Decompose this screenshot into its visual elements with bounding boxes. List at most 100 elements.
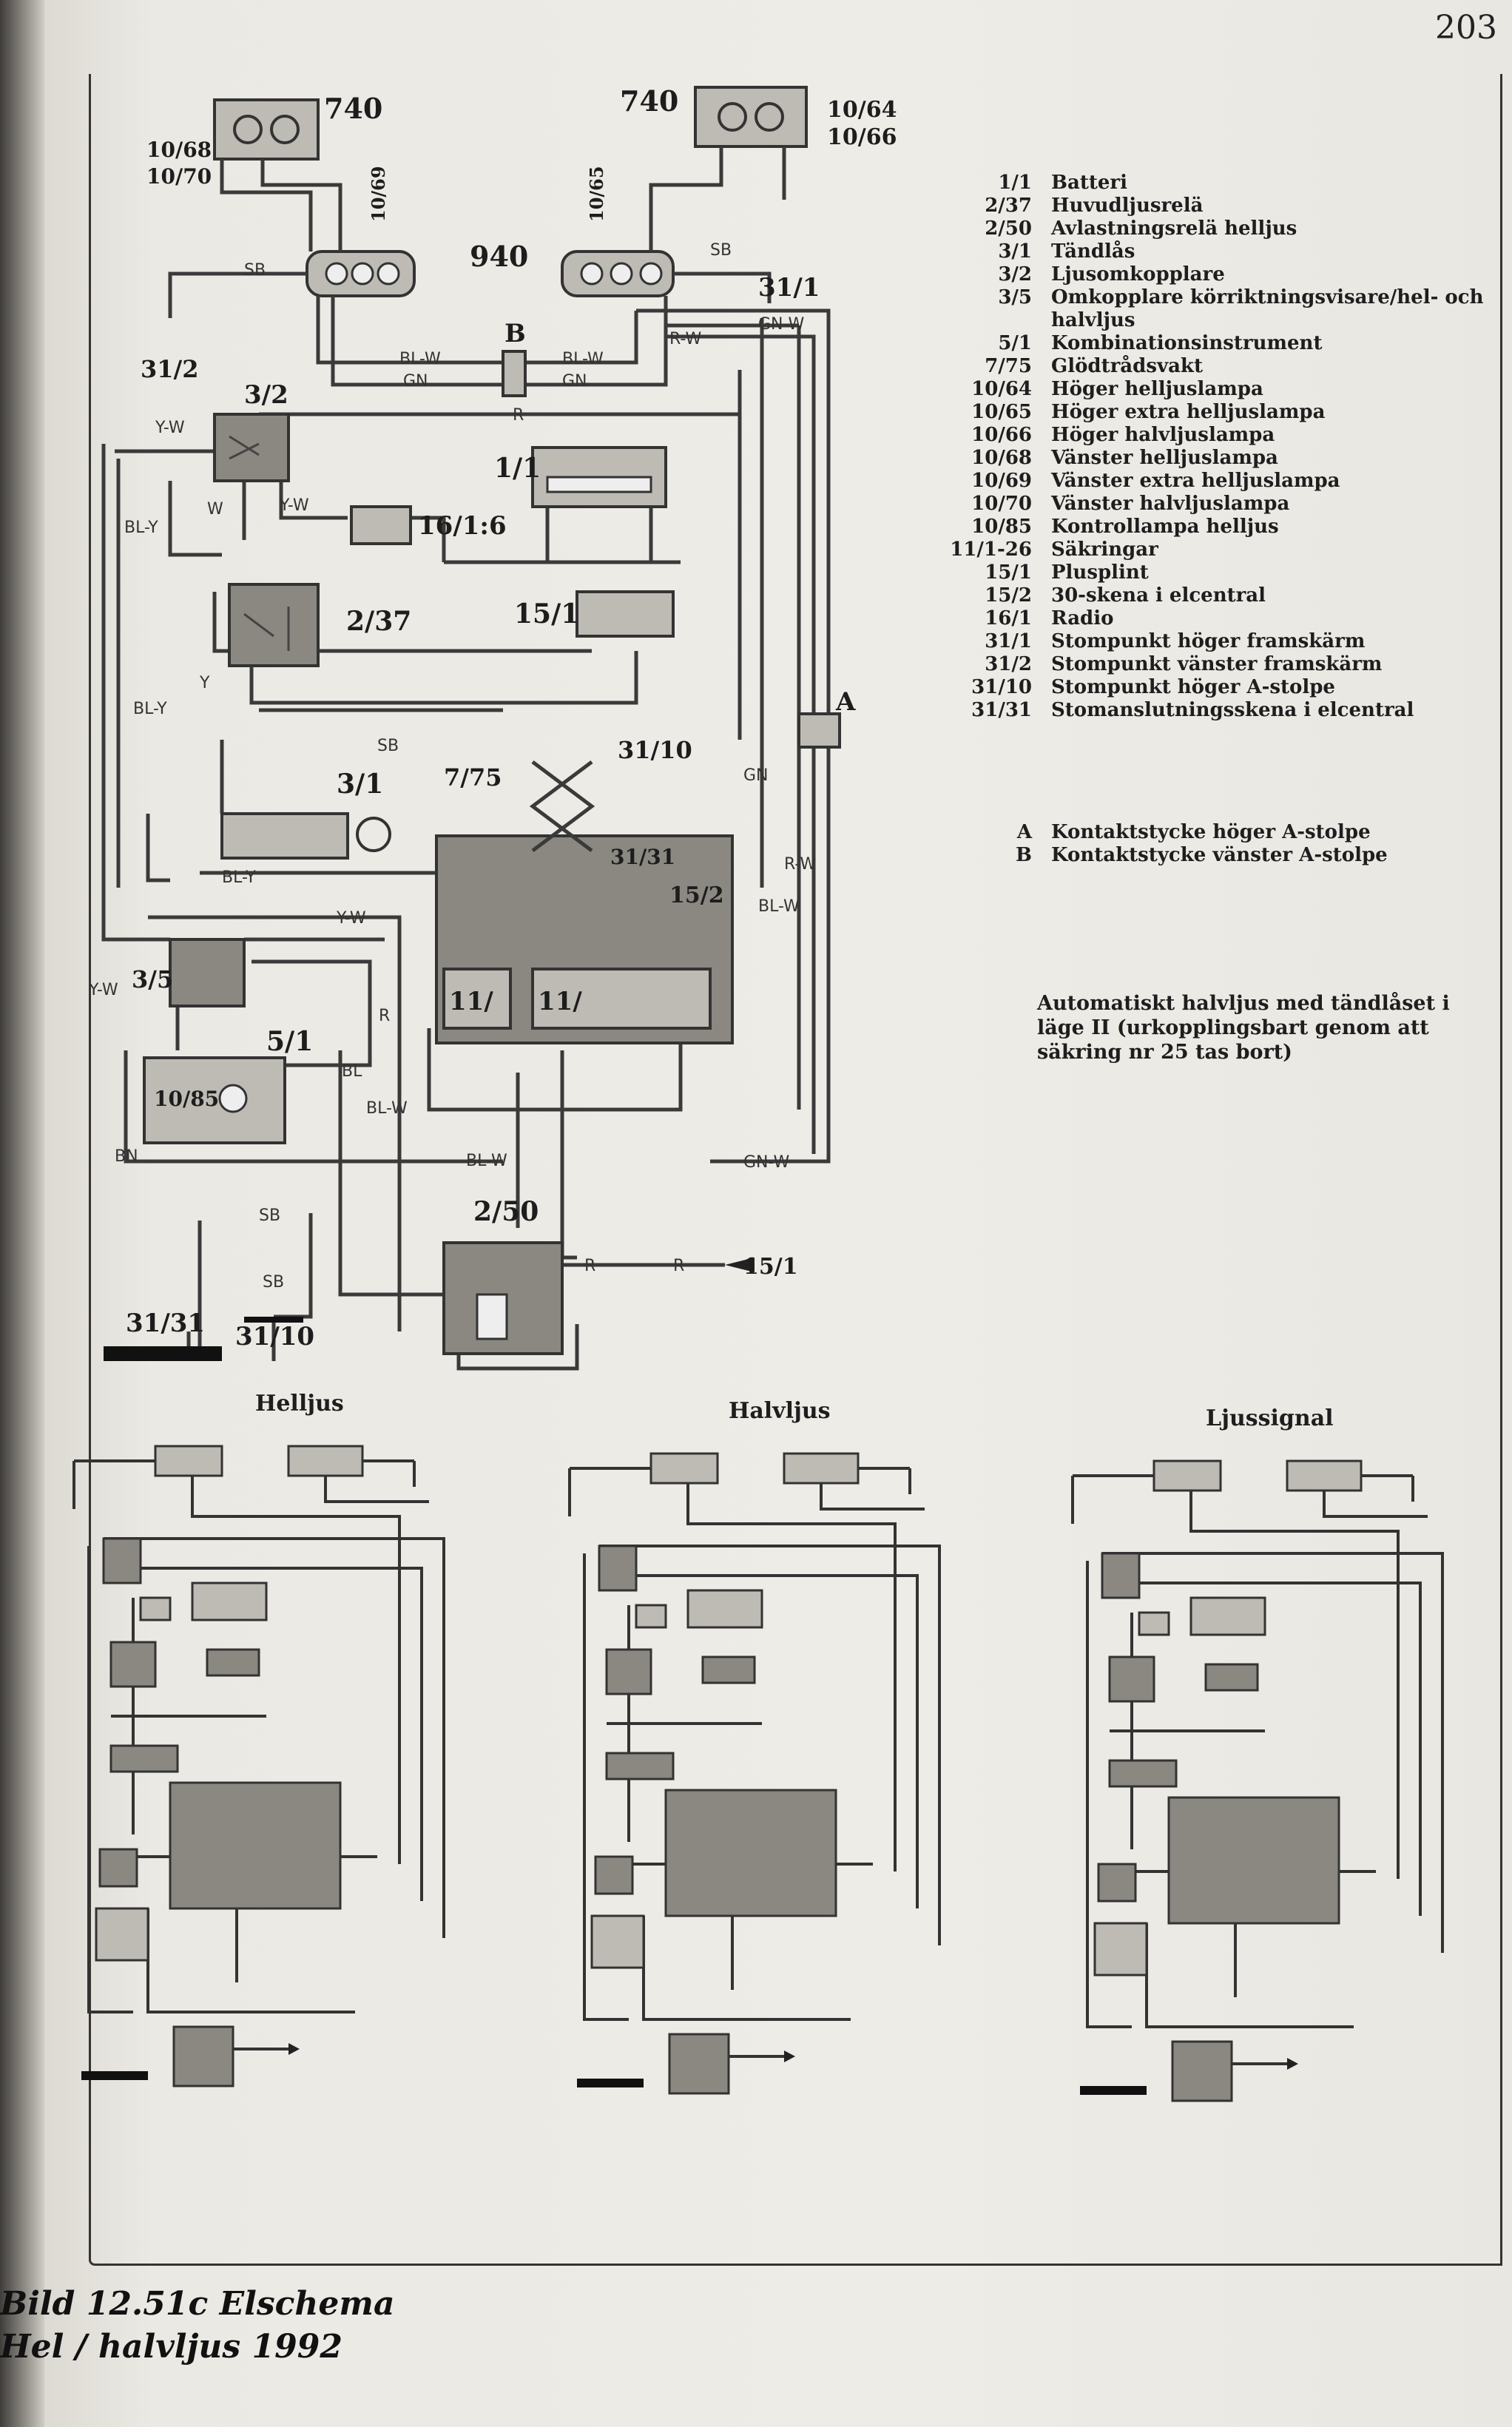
label-B: B <box>504 319 526 348</box>
mini-battery <box>686 1589 763 1629</box>
wire-labels: BL-W GN BL-W GN R-W GN-W SB SB R Y-W BL-… <box>88 241 816 1292</box>
mini-instrument <box>95 1907 149 1962</box>
legend-code: 1/1 <box>998 172 1032 194</box>
mini-radio <box>139 1596 172 1621</box>
label-31-2: 31/2 <box>141 355 198 383</box>
label-3-2: 3/2 <box>244 380 288 410</box>
mini-relief-relay <box>172 2025 234 2087</box>
legend-code: 10/68 <box>971 447 1032 469</box>
left-headlamp-740 <box>213 98 320 161</box>
label-fuse-11b: 11/ <box>538 987 582 1016</box>
mini-wire <box>191 1476 429 1864</box>
mini-wire <box>686 1483 925 1871</box>
mini-wire <box>87 1537 445 2014</box>
wire <box>673 271 772 303</box>
wire-label-bl-w: BL-W <box>466 1152 507 1170</box>
wire <box>212 592 592 653</box>
wire-label-gn-w: GN-W <box>758 315 805 334</box>
legend-code: 10/64 <box>971 378 1032 400</box>
component-3-2-light-switch <box>213 413 290 482</box>
legend-description: Batteri <box>1051 172 1127 194</box>
label-10-64: 10/64 <box>827 97 897 123</box>
mini-ground-bar <box>81 2071 148 2080</box>
legend-description: Vänster halvljuslampa <box>1051 493 1290 515</box>
key-icon <box>356 817 391 852</box>
right-headlamp-740 <box>694 86 808 148</box>
wire-label-gn: GN <box>562 372 587 391</box>
wire <box>560 1050 577 1260</box>
legend-code: 31/31 <box>971 699 1032 721</box>
lamp-icon <box>270 115 300 144</box>
legend-code: 16/1 <box>985 607 1032 629</box>
legend-description: Huvudljusrelä <box>1051 195 1204 217</box>
legend-description: Ljusomkopplare <box>1051 263 1225 286</box>
mini-title-helljus: Helljus <box>255 1391 344 1417</box>
legend-description: Vänster extra helljuslampa <box>1051 470 1340 492</box>
wire-label-bl: BL <box>342 1062 362 1081</box>
wire-label-r: R <box>673 1257 684 1275</box>
legend-code: 3/1 <box>998 240 1032 263</box>
lamp-icon <box>233 115 263 144</box>
mini-diagram-helljus <box>72 1445 445 2087</box>
mini-relief-relay <box>1171 2040 1233 2102</box>
wiring <box>101 146 831 1371</box>
label-10-85: 10/85 <box>154 1087 219 1111</box>
wire-label-bl-w: BL-W <box>366 1099 408 1118</box>
left-lamp-940 <box>306 250 416 297</box>
component-16-1-radio <box>350 505 412 545</box>
wire-label-r: R <box>513 406 524 425</box>
mini-ignition <box>605 1752 675 1780</box>
legend-description: Omkopplare körriktningsvisare/hel- och h… <box>1051 286 1484 331</box>
label-10-68: 10/68 <box>146 138 212 162</box>
wire-label-sb: SB <box>710 241 732 260</box>
wire <box>101 444 170 942</box>
component-2-37-main-relay <box>228 583 320 667</box>
legend-description: Plusplint <box>1051 561 1149 584</box>
switch-contact <box>229 435 260 460</box>
wire <box>649 146 723 252</box>
caption-line-1: Bild 12.51c Elschema <box>0 2285 395 2323</box>
legend-code: 10/65 <box>971 401 1032 423</box>
mini-wire <box>583 1545 941 2021</box>
main-relay-box <box>228 583 320 667</box>
mini-left-lamp <box>1152 1459 1222 1492</box>
ignition-box <box>220 812 349 860</box>
label-740-right: 740 <box>620 84 678 118</box>
legend-code: 10/85 <box>971 516 1032 538</box>
connector-b-box <box>502 350 527 397</box>
page-number: 203 <box>1435 9 1497 47</box>
legend-code: 7/75 <box>985 355 1032 377</box>
mini-arrow <box>1287 2058 1298 2070</box>
wire-label-sb: SB <box>263 1273 284 1292</box>
mini-wire <box>1110 1582 1422 1916</box>
mini-left-lamp <box>154 1445 223 1477</box>
legend-code: 5/1 <box>998 332 1032 354</box>
mini-arrow <box>784 2050 795 2062</box>
mini-light-switch <box>598 1545 638 1592</box>
label-15-1: 15/1 <box>514 598 579 629</box>
wire-label-bl-w: BL-W <box>758 897 800 916</box>
legend-code: 3/5 <box>998 286 1032 308</box>
wire <box>168 481 222 557</box>
indicator-switch-box <box>169 938 246 1007</box>
legend-code: 11/1-26 <box>950 539 1032 561</box>
mini-instrument <box>590 1914 645 1969</box>
label-3-1: 3/1 <box>337 769 383 800</box>
mini-ground-bar <box>1080 2086 1147 2095</box>
legend-description: Stomanslutningsskena i elcentral <box>1051 699 1414 721</box>
mini-radio <box>1138 1611 1170 1636</box>
wire-label-w: W <box>207 500 223 519</box>
mini-battery <box>191 1582 268 1621</box>
legend-description: Stompunkt höger A-stolpe <box>1051 676 1335 698</box>
wire <box>249 651 638 705</box>
legend-code: 10/69 <box>971 470 1032 492</box>
